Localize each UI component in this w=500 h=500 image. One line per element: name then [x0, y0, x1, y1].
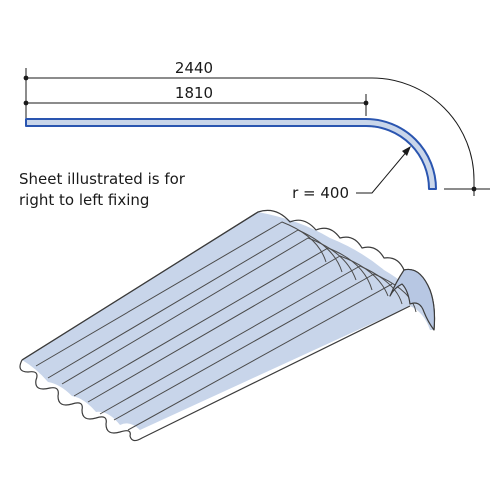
corrugated-sheet-illustration: [19, 209, 436, 442]
ridge-line: [127, 283, 393, 431]
sheet-left-edge: [21, 211, 259, 361]
sheet-curled-end: [389, 268, 436, 331]
ridge-line: [99, 265, 403, 415]
ridge-line: [87, 255, 389, 403]
straight-length-label: 1810: [175, 84, 213, 102]
dimension-dot: [363, 100, 369, 106]
radius-label: r = 400: [292, 184, 349, 202]
ridge-line: [47, 229, 343, 379]
dimension-dot: [23, 75, 29, 81]
dimension-dot: [471, 186, 477, 192]
dimension-dot: [23, 100, 29, 106]
dimension-lines: [23, 68, 490, 196]
radius-leader-line: [356, 149, 409, 194]
ridge-line: [35, 221, 327, 367]
overall-dimension-arc: [371, 77, 475, 196]
sheet-bottom-edge: [19, 305, 411, 442]
ridge-line: [113, 273, 417, 421]
ridge-line: [61, 237, 357, 385]
radius-arrowhead: [402, 146, 411, 156]
ridge-line: [73, 247, 373, 397]
note-line-1: Sheet illustrated is for: [19, 170, 186, 188]
overall-length-label: 2440: [175, 59, 213, 77]
sheet-profile: [25, 118, 437, 190]
note-line-2: right to left fixing: [19, 191, 149, 209]
corrugation-ridges: [35, 221, 417, 431]
